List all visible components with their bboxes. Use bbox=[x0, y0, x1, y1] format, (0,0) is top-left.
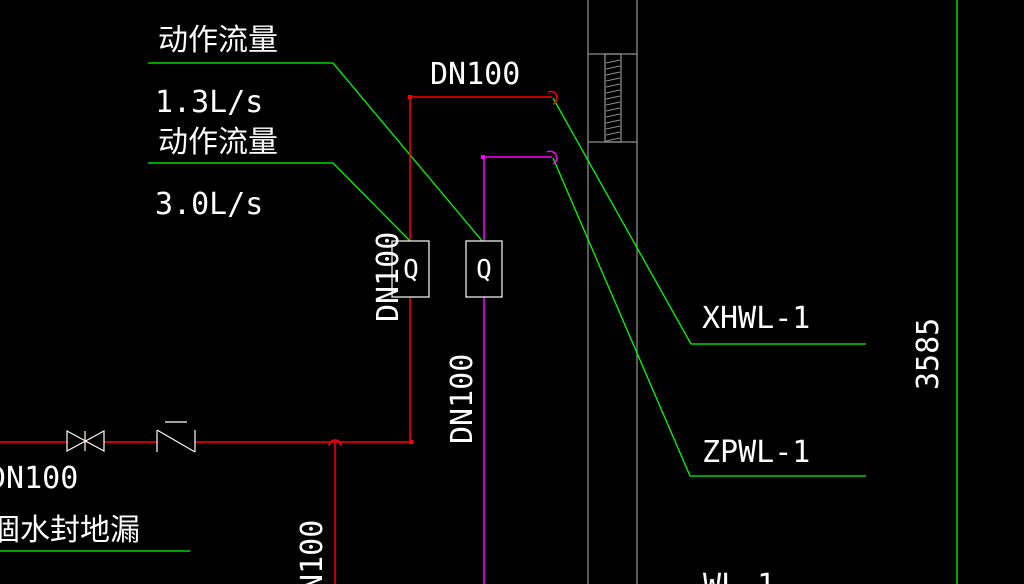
flow-switch-symbol: Q bbox=[476, 255, 492, 285]
floor-drain-label: 涸水封地漏 bbox=[0, 513, 140, 548]
flow-switch-left[interactable]: Q bbox=[391, 240, 430, 298]
flow-switch-symbol: Q bbox=[403, 255, 419, 285]
hatch-line bbox=[605, 65, 621, 70]
hatch-line bbox=[605, 71, 621, 76]
flow-switch-right[interactable]: Q bbox=[465, 240, 503, 298]
hatch-line bbox=[605, 113, 621, 118]
leader-lines bbox=[0, 62, 866, 552]
pipe-size-bottom: DN100 bbox=[295, 520, 330, 584]
leader-xhwl bbox=[552, 97, 866, 345]
flow-value-1: 1.3L/s bbox=[155, 85, 263, 120]
hatch-line bbox=[605, 107, 621, 112]
hatch-line bbox=[605, 125, 621, 130]
hatch-line bbox=[605, 137, 621, 142]
pipe-size-top: DN100 bbox=[430, 57, 520, 92]
pipe-riser-hook-icon bbox=[547, 90, 558, 105]
drain-pipe[interactable] bbox=[0, 90, 558, 584]
leader-flow-2 bbox=[148, 162, 411, 242]
pipe-size-vertical-mid: DN100 bbox=[445, 354, 480, 444]
hatch-line bbox=[605, 131, 621, 136]
pipe-size-left: DN100 bbox=[0, 461, 78, 496]
waste-pipe[interactable] bbox=[483, 150, 558, 584]
gate-valve-icon[interactable] bbox=[66, 429, 105, 453]
pipe-riser-hook-icon bbox=[546, 150, 558, 165]
pipe-riser-hook-icon bbox=[328, 439, 342, 447]
riser-xhwl: XHWL-1 bbox=[702, 301, 810, 336]
flow-label-1: 动作流量 bbox=[158, 23, 278, 58]
flow-label-2: 动作流量 bbox=[158, 125, 278, 160]
riser-wl: WL-1 bbox=[703, 568, 775, 584]
hatch-line bbox=[605, 59, 621, 64]
leader-flow-1 bbox=[148, 62, 484, 243]
hatch-line bbox=[605, 77, 621, 82]
hatch-line bbox=[605, 89, 621, 94]
riser-zpwl: ZPWL-1 bbox=[702, 435, 810, 470]
pipe-size-vertical-left: DN100 bbox=[371, 232, 406, 322]
hatch-line bbox=[605, 83, 621, 88]
hatch-line bbox=[605, 101, 621, 106]
leader-zpwl bbox=[552, 157, 866, 477]
wall bbox=[587, 0, 638, 584]
flow-value-2: 3.0L/s bbox=[155, 187, 263, 222]
hatch-line bbox=[605, 95, 621, 100]
check-valve-icon[interactable] bbox=[156, 421, 196, 453]
hatch-line bbox=[605, 119, 621, 124]
wall-hatch bbox=[605, 59, 621, 142]
dimension-3585: 3585 bbox=[911, 318, 946, 390]
